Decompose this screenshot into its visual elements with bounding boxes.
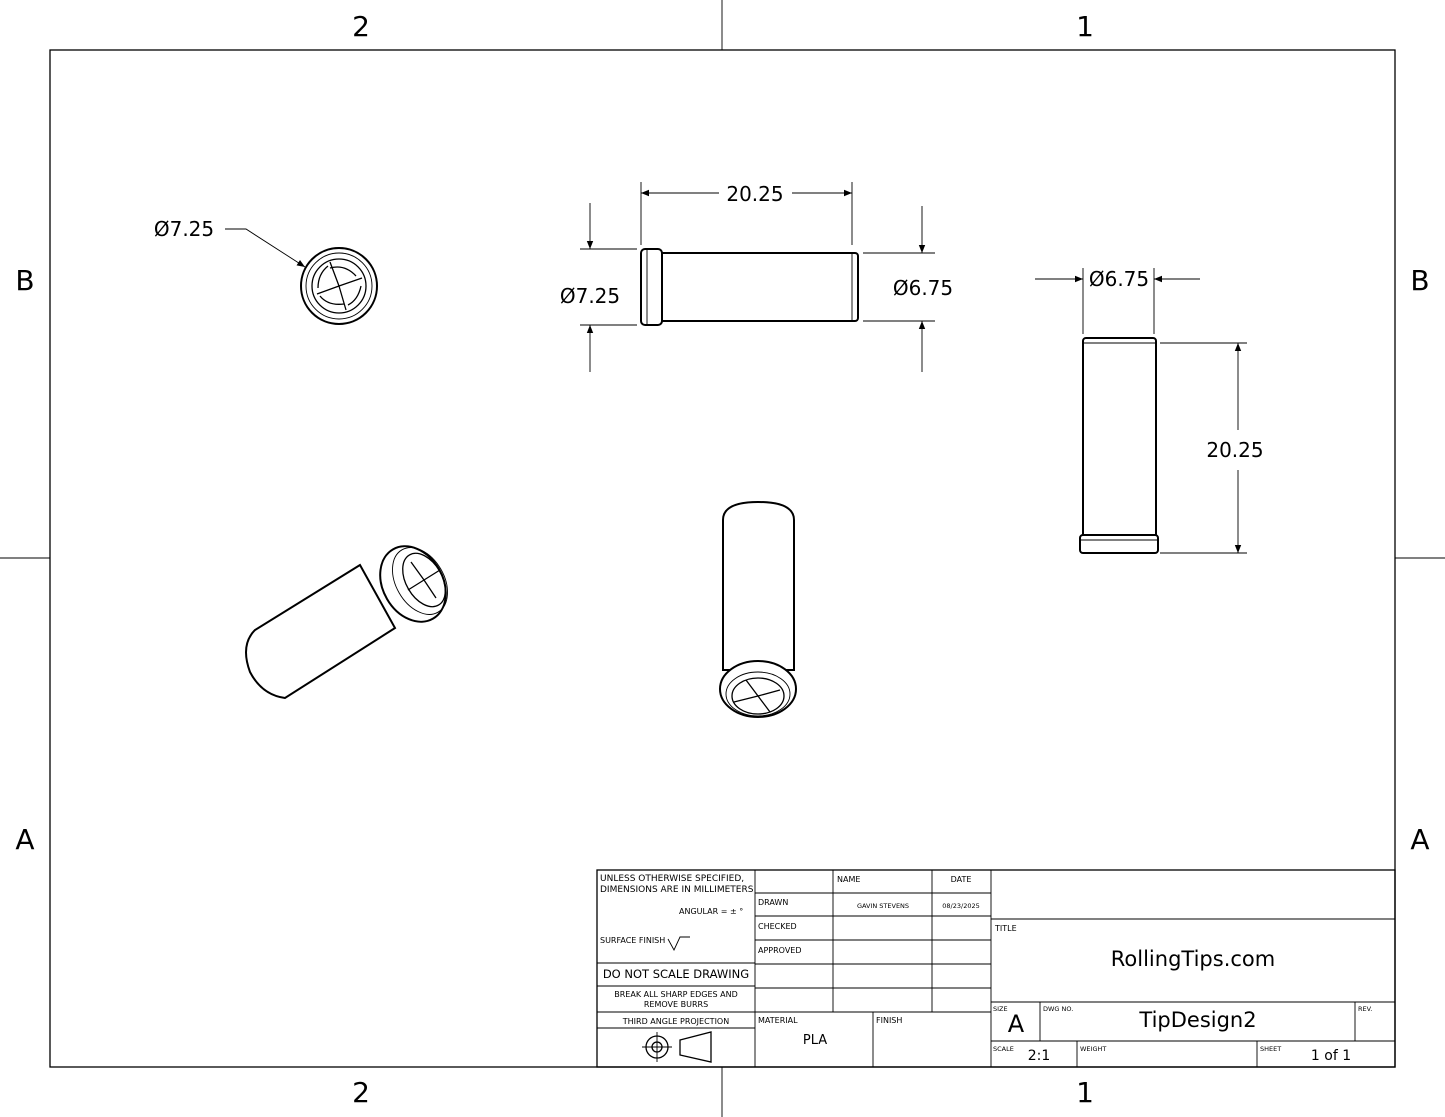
- zone-label: 1: [1076, 10, 1094, 43]
- side-view: Ø6.75 20.25: [1035, 267, 1264, 554]
- scale-value: 2:1: [1028, 1048, 1051, 1064]
- front-body-diameter: Ø6.75: [893, 276, 953, 300]
- name-header: NAME: [837, 875, 860, 884]
- drawn-label: DRAWN: [758, 898, 788, 907]
- do-not-scale-note: DO NOT SCALE DRAWING: [603, 967, 749, 981]
- front-flange-diameter: Ø7.25: [560, 284, 620, 308]
- side-length-dimension: 20.25: [1206, 438, 1263, 462]
- material-value: PLA: [803, 1033, 827, 1048]
- title-label: TITLE: [994, 924, 1017, 933]
- isometric-view-tilted: [245, 545, 448, 700]
- sheet-value: 1 of 1: [1311, 1048, 1351, 1064]
- drawn-date: 08/23/2025: [942, 902, 979, 910]
- drawing-number: TipDesign2: [1138, 1008, 1256, 1032]
- drawing-title: RollingTips.com: [1111, 947, 1275, 971]
- date-header: DATE: [951, 875, 972, 884]
- title-block: UNLESS OTHERWISE SPECIFIED, DIMENSIONS A…: [596, 869, 1396, 1068]
- zone-label: A: [1410, 823, 1429, 856]
- front-length-dimension: 20.25: [726, 182, 783, 206]
- size-label: SIZE: [993, 1005, 1008, 1013]
- end-view-diameter: Ø7.25: [154, 217, 214, 241]
- size-value: A: [1008, 1010, 1025, 1038]
- front-view: 20.25 Ø7.25 Ø6.75: [560, 182, 953, 372]
- finish-label: FINISH: [876, 1016, 902, 1025]
- zone-label: A: [15, 823, 34, 856]
- rev-label: REV.: [1358, 1005, 1372, 1013]
- zone-label: B: [15, 264, 34, 297]
- surface-finish-label: SURFACE FINISH: [600, 936, 665, 945]
- notes-text: UNLESS OTHERWISE SPECIFIED,: [600, 874, 744, 884]
- break-edges-note: REMOVE BURRS: [644, 1000, 708, 1009]
- dwg-no-label: DWG NO.: [1043, 1005, 1073, 1013]
- surface-finish-icon: [667, 936, 690, 952]
- approved-label: APPROVED: [758, 946, 802, 955]
- checked-label: CHECKED: [758, 922, 797, 931]
- zone-label: 1: [1076, 1076, 1094, 1109]
- third-angle-projection-icon: [642, 1031, 712, 1063]
- end-view: Ø7.25: [154, 217, 378, 325]
- isometric-view-vertical: [719, 500, 797, 718]
- notes-text: DIMENSIONS ARE IN MILLIMETERS: [600, 885, 754, 895]
- sheet-label: SHEET: [1260, 1045, 1281, 1053]
- weight-label: WEIGHT: [1080, 1045, 1106, 1053]
- material-label: MATERIAL: [758, 1016, 798, 1025]
- scale-label: SCALE: [993, 1045, 1014, 1053]
- drawn-name: GAVIN STEVENS: [857, 902, 909, 910]
- zone-label: B: [1410, 264, 1429, 297]
- break-edges-note: BREAK ALL SHARP EDGES AND: [614, 990, 738, 999]
- zone-label: 2: [352, 1076, 370, 1109]
- side-diameter: Ø6.75: [1089, 267, 1149, 291]
- angular-tolerance: ANGULAR = ± °: [679, 907, 743, 916]
- projection-label: THIRD ANGLE PROJECTION: [622, 1017, 729, 1026]
- zone-label: 2: [352, 10, 370, 43]
